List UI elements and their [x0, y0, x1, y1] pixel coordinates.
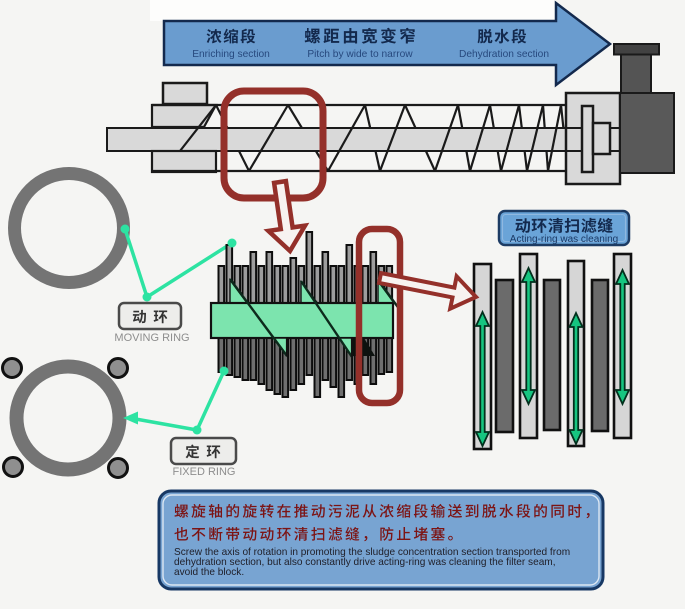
svg-text:avoid the block.: avoid the block.: [174, 567, 244, 578]
svg-text:MOVING RING: MOVING RING: [114, 332, 189, 344]
svg-text:Screw the axis of rotation in: Screw the axis of rotation in promoting …: [174, 547, 570, 558]
svg-text:Pitch by wide to narrow: Pitch by wide to narrow: [307, 49, 413, 60]
svg-text:dehydration section, but also: dehydration section, but also constantly…: [174, 557, 556, 568]
svg-text:Acting-ring was cleaning: Acting-ring was cleaning: [510, 234, 618, 245]
svg-text:Enriching section: Enriching section: [192, 49, 270, 60]
svg-text:FIXED RING: FIXED RING: [173, 466, 236, 478]
svg-text:Dehydration section: Dehydration section: [459, 49, 549, 60]
